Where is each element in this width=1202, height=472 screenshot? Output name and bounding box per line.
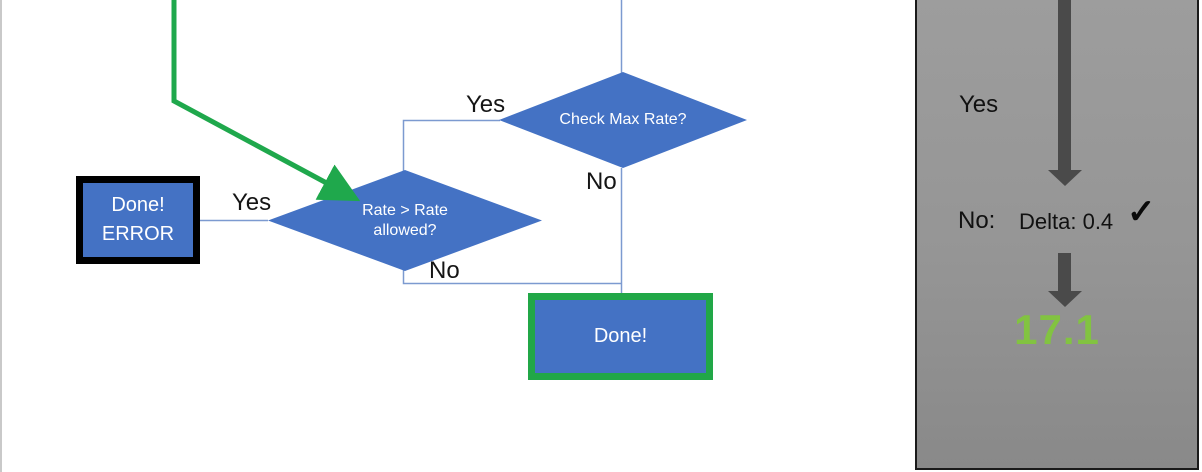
node-rate-allowed-decision: Rate > Rate allowed?	[268, 170, 542, 271]
slide-left-edge	[0, 0, 2, 472]
rate-allowed-label: Rate > Rate allowed?	[362, 201, 448, 239]
panel-no-label: No:	[958, 207, 996, 234]
done-error-label-line2: ERROR	[101, 223, 175, 245]
check-max-no-label: No	[586, 168, 617, 195]
rate-allowed-yes-label: Yes	[232, 189, 272, 216]
checkmark-icon: ✓	[1127, 193, 1156, 231]
node-check-max-rate-decision: Check Max Rate?	[499, 72, 747, 168]
down-arrow-icon-shaft	[1058, 0, 1071, 170]
panel-yes-label: Yes	[959, 91, 999, 118]
rate-allowed-no-label: No	[429, 257, 460, 284]
down-arrow-icon-small-head	[1048, 291, 1082, 307]
down-arrow-icon-small-shaft	[1058, 253, 1071, 291]
panel-delta-value: Delta: 0.4	[1019, 209, 1114, 234]
node-done: Done!	[528, 293, 713, 380]
down-arrow-icon-head	[1048, 170, 1082, 186]
done-error-label-line1: Done!	[111, 194, 165, 216]
done-label: Done!	[593, 325, 648, 347]
node-done-error: Done! ERROR	[76, 176, 200, 264]
result-value: 17.1	[1014, 306, 1100, 353]
check-max-yes-label: Yes	[466, 91, 506, 118]
results-panel: Yes No: Delta: 0.4 ✓ 17.1	[915, 0, 1199, 470]
green-arrow-polyline	[171, 0, 361, 202]
check-max-rate-label: Check Max Rate?	[559, 111, 687, 128]
